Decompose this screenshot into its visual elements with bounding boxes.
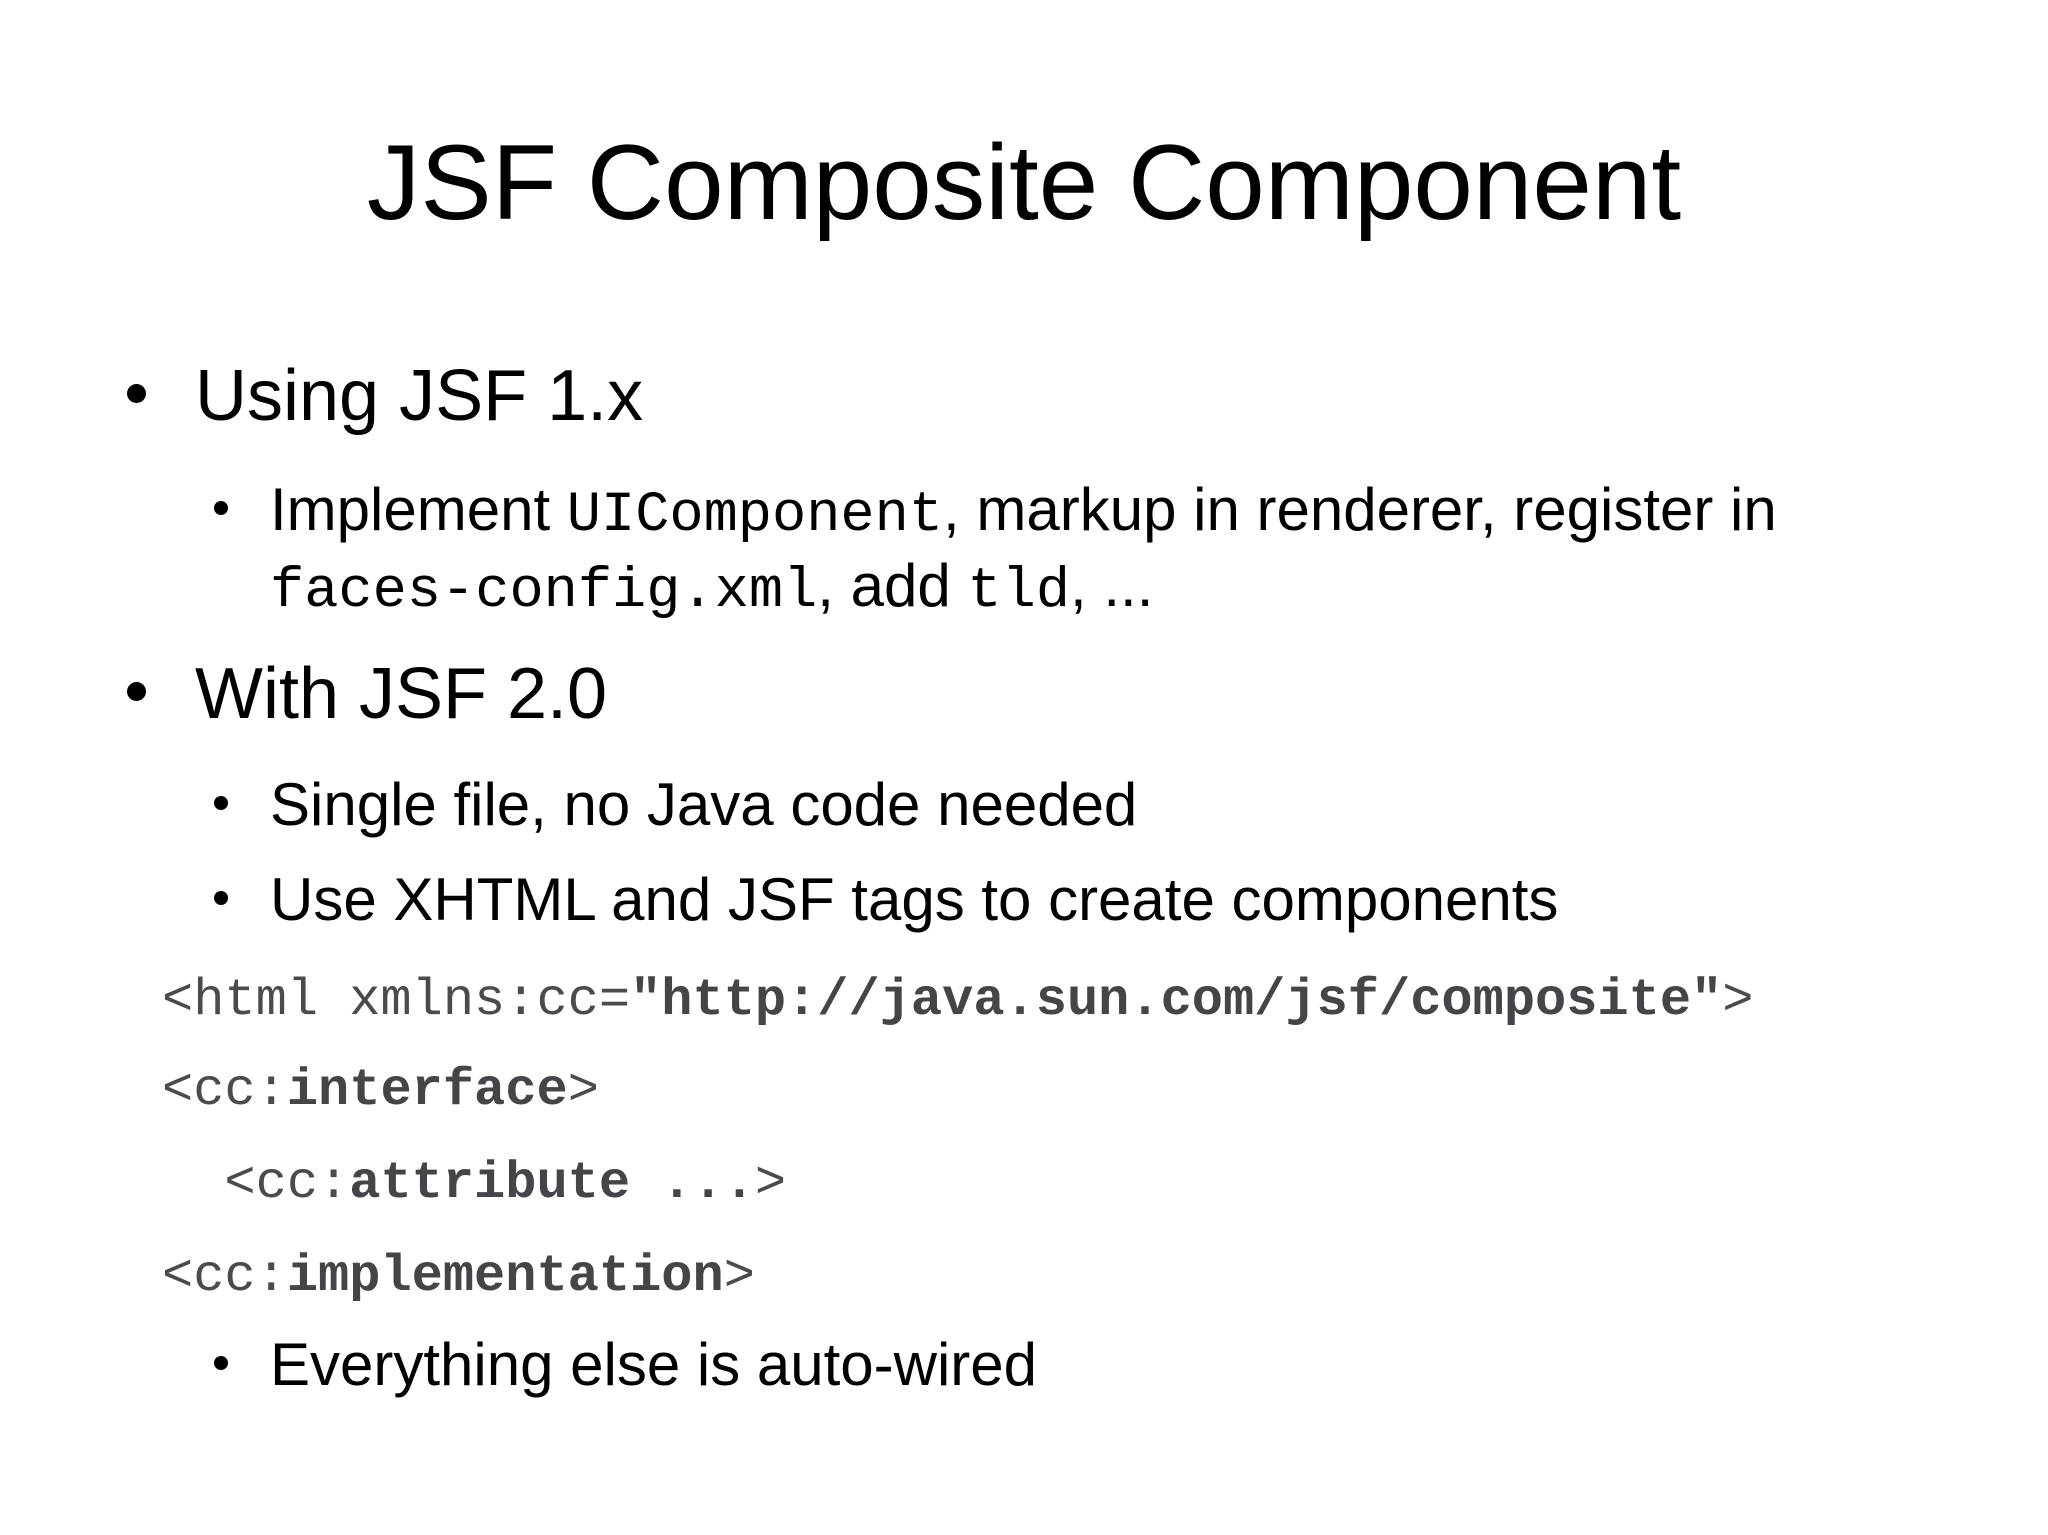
bullet-text: Single file, no Java code needed xyxy=(270,771,1138,838)
code-segment: > xyxy=(754,1154,787,1213)
bullet-icon xyxy=(214,891,228,906)
inline-code: faces-config.xml xyxy=(270,560,818,624)
text-segment: , markup in renderer, register in xyxy=(943,476,1777,543)
text-segment: Implement xyxy=(270,476,567,543)
bullet-text: With JSF 2.0 xyxy=(195,654,608,734)
bullet-item-with-jsf-20: With JSF 2.0 xyxy=(127,655,607,733)
bullet-icon xyxy=(127,384,146,404)
text-segment: , add xyxy=(817,552,968,619)
inline-code: UIComponent xyxy=(566,484,944,548)
code-segment-bold: "http://java.sun.com/jsf/composite" xyxy=(630,971,1723,1030)
code-segment: <cc: xyxy=(162,1061,287,1120)
bullet-item-single-file: Single file, no Java code needed xyxy=(214,772,1137,838)
code-line-cc-interface: <cc:interface> xyxy=(162,1062,599,1120)
inline-code: tld xyxy=(967,560,1071,624)
bullet-icon xyxy=(127,682,146,702)
bullet-icon xyxy=(214,501,228,516)
code-segment: > xyxy=(567,1061,599,1120)
code-line-cc-attribute: <cc:attribute ...> xyxy=(162,1155,786,1213)
bullet-item-auto-wired: Everything else is auto-wired xyxy=(214,1332,1037,1398)
code-segment: <cc: xyxy=(162,1247,287,1306)
bullet-icon xyxy=(214,1356,228,1371)
bullet-text: Using JSF 1.x xyxy=(195,356,644,436)
code-segment-bold: implementation xyxy=(286,1247,724,1306)
bullet-text: Everything else is auto-wired xyxy=(270,1331,1038,1398)
bullet-text: Implement UIComponent, markup in rendere… xyxy=(270,476,1777,549)
code-line-cc-implementation: <cc:implementation> xyxy=(162,1248,755,1306)
code-line-html-xmlns: <html xmlns:cc="http://java.sun.com/jsf/… xyxy=(162,972,1753,1030)
code-segment: > xyxy=(1722,971,1754,1030)
bullet-item-implement: Implement UIComponent, markup in rendere… xyxy=(214,477,1777,549)
text-segment: , ... xyxy=(1070,552,1154,619)
slide-title: JSF Composite Component xyxy=(366,122,1682,242)
bullet-item-implement-line2: faces-config.xml, add tld, ... xyxy=(270,553,1153,625)
bullet-item-using-jsf-1x: Using JSF 1.x xyxy=(127,357,643,435)
bullet-icon xyxy=(214,796,228,811)
code-segment: <cc: xyxy=(162,1154,350,1213)
bullet-text: Use XHTML and JSF tags to create compone… xyxy=(270,866,1559,933)
code-segment: <html xmlns:cc= xyxy=(162,971,631,1030)
code-segment-bold: interface xyxy=(286,1061,568,1120)
code-segment: > xyxy=(723,1247,755,1306)
bullet-item-use-xhtml: Use XHTML and JSF tags to create compone… xyxy=(214,867,1558,933)
code-segment-bold: attribute ... xyxy=(349,1154,755,1213)
